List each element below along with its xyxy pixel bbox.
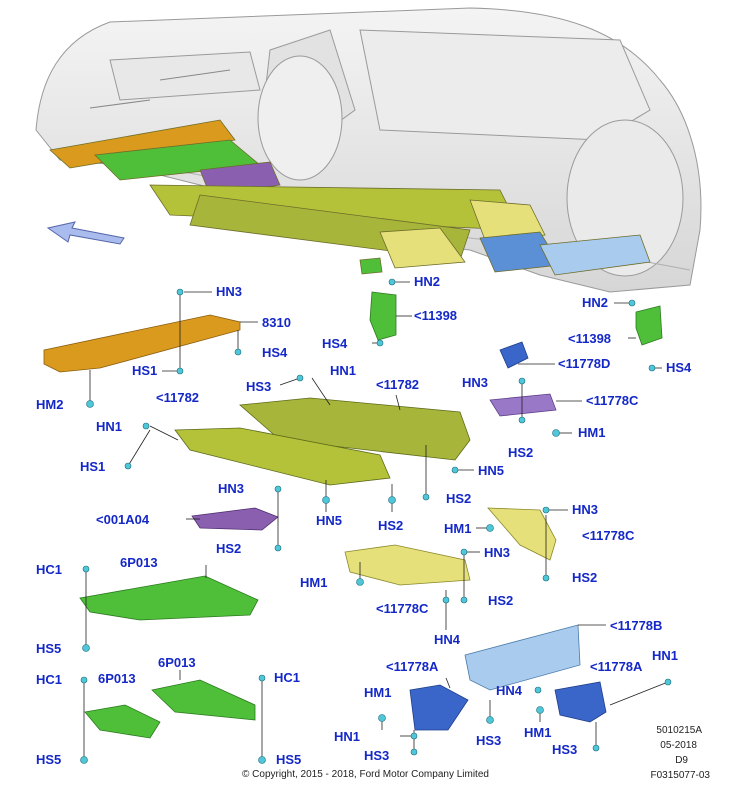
- label-hn1: HN1: [330, 363, 357, 378]
- part-6p013-lower-right: [151, 679, 256, 721]
- part-11778d: [499, 341, 529, 369]
- label-hs2: HS2: [216, 541, 242, 556]
- part-11398-left: [369, 291, 397, 341]
- label-hc1: HC1: [274, 670, 301, 685]
- label-hs2: HS2: [378, 518, 404, 533]
- label-hm1: HM1: [524, 725, 552, 740]
- label-001a04: <001A04: [96, 512, 150, 527]
- label-hn3: HN3: [484, 545, 511, 560]
- label-hn5: HN5: [316, 513, 343, 528]
- part-001a04: [191, 507, 279, 531]
- label-11782: <11782: [156, 390, 200, 405]
- label-hs4: HS4: [322, 336, 348, 351]
- part-6p013-lower-left: [84, 704, 161, 739]
- label-hn2: HN2: [582, 295, 609, 310]
- label-hn4: HN4: [434, 632, 461, 647]
- part-11778c-mid: [344, 544, 471, 586]
- front-direction-arrow-icon: [46, 221, 125, 245]
- label-hs3: HS3: [476, 733, 502, 748]
- part-11778c-upper: [489, 393, 557, 417]
- label-hn4: HN4: [496, 683, 523, 698]
- label-hs5: HS5: [36, 752, 62, 767]
- label-hn1: HN1: [96, 419, 123, 434]
- label-hs1: HS1: [132, 363, 158, 378]
- label-11778c: <11778C: [582, 528, 635, 543]
- label-11778a: <11778A: [386, 659, 439, 674]
- label-hn3: HN3: [218, 481, 245, 496]
- label-hn3: HN3: [216, 284, 243, 299]
- part-11398-right: [635, 305, 663, 346]
- label-hn2: HN2: [414, 274, 441, 289]
- figure-revision: D9: [675, 755, 688, 766]
- label-11778d: <11778D: [558, 356, 611, 371]
- installed-shields: [49, 119, 651, 276]
- label-hm2: HM2: [36, 397, 64, 412]
- fasteners: [80, 278, 672, 764]
- part-11782-lower: [174, 427, 391, 486]
- label-hs5: HS5: [276, 752, 302, 767]
- label-11778c: <11778C: [586, 393, 639, 408]
- part-8310: [43, 314, 241, 373]
- label-hn5: HN5: [478, 463, 505, 478]
- label-11782: <11782: [376, 377, 420, 392]
- label-hn1: HN1: [334, 729, 361, 744]
- label-11398: <11398: [568, 331, 612, 346]
- part-11778a-right: [554, 681, 607, 723]
- label-11778c: <11778C: [376, 601, 429, 616]
- label-hn1: HN1: [652, 648, 679, 663]
- label-hs1: HS1: [80, 459, 106, 474]
- label-6p013: 6P013: [98, 671, 136, 686]
- label-hs2: HS2: [508, 445, 534, 460]
- label-hs2: HS2: [488, 593, 514, 608]
- label-hs5: HS5: [36, 641, 62, 656]
- label-hs4: HS4: [666, 360, 692, 375]
- part-11778a-left: [409, 684, 469, 731]
- label-hs4: HS4: [262, 345, 288, 360]
- label-hn3: HN3: [572, 502, 599, 517]
- label-hc1: HC1: [36, 562, 63, 577]
- leader-lines: [83, 281, 669, 760]
- copyright-notice: © Copyright, 2015 - 2018, Ford Motor Com…: [242, 769, 489, 780]
- label-6p013: 6P013: [158, 655, 196, 670]
- label-11398: <11398: [414, 308, 458, 323]
- label-hs3: HS3: [364, 748, 390, 763]
- part-11778c-right: [487, 507, 557, 561]
- label-hc1: HC1: [36, 672, 63, 687]
- part-11778b: [464, 624, 581, 691]
- label-hm1: HM1: [300, 575, 328, 590]
- label-hs2: HS2: [446, 491, 472, 506]
- part-6p013-upper: [79, 575, 259, 621]
- label-hm1: HM1: [444, 521, 472, 536]
- figure-code: 5010215A: [656, 725, 702, 736]
- label-8310: 8310: [262, 315, 291, 330]
- label-hs2: HS2: [572, 570, 598, 585]
- figure-date: 05-2018: [660, 740, 697, 751]
- label-hs3: HS3: [552, 742, 578, 757]
- label-hm1: HM1: [578, 425, 606, 440]
- label-11778b: <11778B: [610, 618, 663, 633]
- label-hs3: HS3: [246, 379, 272, 394]
- label-11778a: <11778A: [590, 659, 643, 674]
- figure-id: F0315077-03: [650, 770, 711, 781]
- label-hn3: HN3: [462, 375, 489, 390]
- label-hm1: HM1: [364, 685, 392, 700]
- label-6p013: 6P013: [120, 555, 158, 570]
